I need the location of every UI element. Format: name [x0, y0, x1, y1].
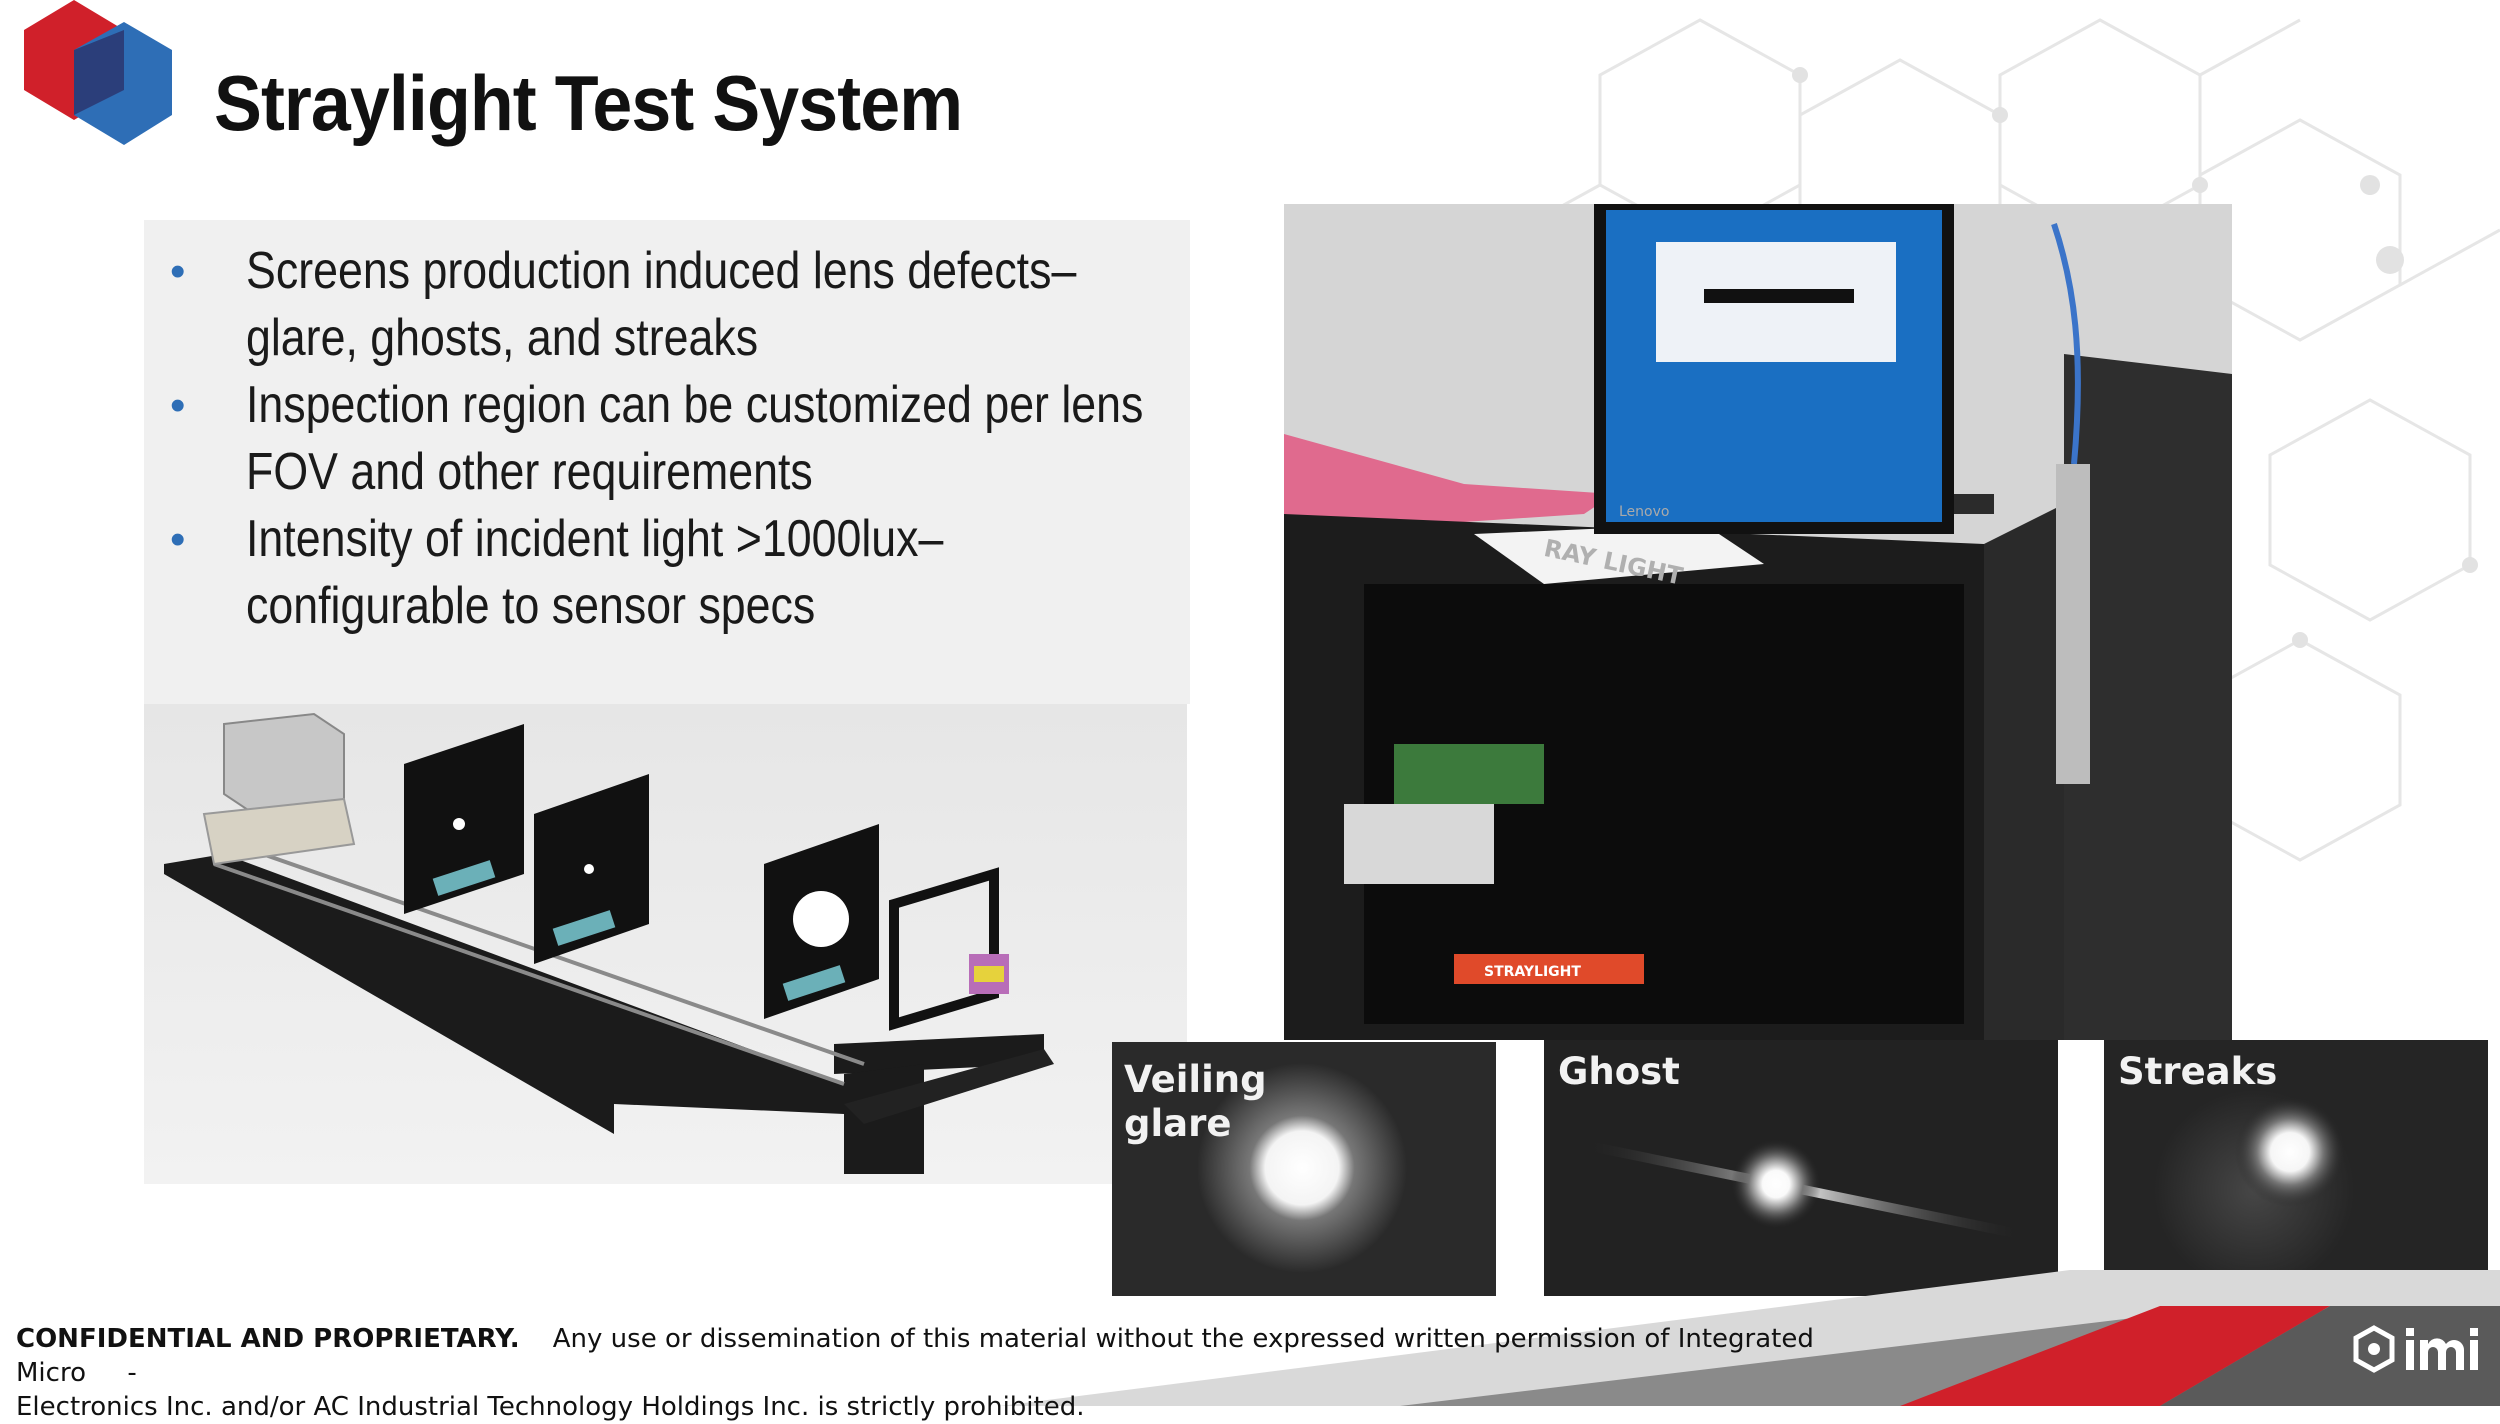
cad-rail-rendering — [144, 704, 1187, 1184]
slide-title: Straylight Test System — [214, 59, 963, 147]
plate-label: STRAYLIGHT — [1484, 964, 1581, 980]
bullet-text: Inspection region can be customized per … — [246, 376, 1144, 501]
bullet-dot: • — [170, 247, 186, 296]
thumbnail-ghost: Ghost — [1544, 1040, 2058, 1296]
test-station-photo: RAY LIGHT Lenovo STRAYLIGHT — [1284, 204, 2232, 1040]
imi-logo — [2353, 1325, 2478, 1373]
veiling-glare-image — [1112, 1042, 1496, 1296]
bullet-text: Intensity of incident light >1000lux– co… — [246, 510, 944, 635]
confidential-dash: - — [127, 1358, 137, 1388]
thumbnail-streaks: Streaks — [2104, 1040, 2488, 1296]
confidential-text: Any use or dissemination of this materia… — [16, 1324, 1814, 1388]
thumbnail-label: Ghost — [1558, 1050, 1680, 1093]
bullet-item: • Screens production induced lens defects… — [144, 238, 1190, 372]
bullet-dot: • — [170, 381, 186, 430]
test-station-drawing: RAY LIGHT Lenovo STRAYLIGHT — [1284, 204, 2232, 1040]
confidentiality-notice: CONFIDENTIAL AND PROPRIETARY. Any use or… — [16, 1322, 1816, 1424]
bullet-panel: • Screens production induced lens defects… — [144, 220, 1190, 704]
thumbnail-label-line: Veiling — [1124, 1058, 1267, 1101]
cad-rail-drawing — [164, 712, 1054, 1174]
bullet-list: • Screens production induced lens defects… — [144, 238, 1190, 640]
thumbnail-label: Veiling glare — [1124, 1058, 1267, 1146]
thumbnail-veiling-glare: Veiling glare — [1112, 1042, 1496, 1296]
confidential-text-line2: Electronics Inc. and/or AC Industrial Te… — [16, 1392, 1085, 1422]
confidential-label: CONFIDENTIAL AND PROPRIETARY. — [16, 1324, 520, 1354]
thumbnail-label-line: glare — [1124, 1102, 1232, 1145]
bullet-item: • Inspection region can be customized per… — [144, 372, 1190, 506]
bullet-text: Screens production induced lens defects–… — [246, 242, 1077, 367]
ghost-image — [1544, 1040, 2058, 1296]
bullet-dot: • — [170, 515, 186, 564]
bullet-item: • Intensity of incident light >1000lux– c… — [144, 506, 1190, 640]
streaks-image — [2104, 1040, 2488, 1296]
brand-cube-logo — [24, 0, 172, 145]
thumbnail-label: Streaks — [2118, 1050, 2278, 1093]
monitor-brand: Lenovo — [1619, 504, 1669, 520]
footer-decorative-band — [1000, 1270, 2500, 1406]
